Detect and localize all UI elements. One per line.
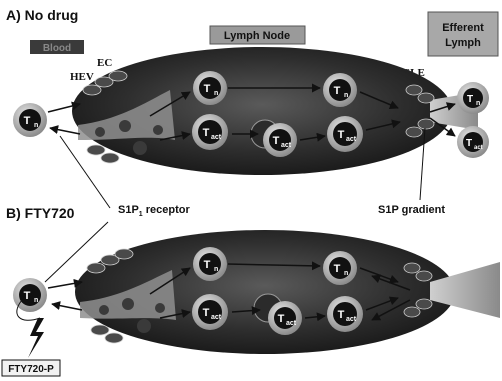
efferent-lymph-box: [428, 12, 498, 56]
s1p1-receptor-tail: receptor: [143, 204, 191, 216]
cell-act-node-a2-label: T: [273, 135, 280, 147]
cell-naive-node-b2-label: T: [334, 263, 341, 275]
cell-act-node-a1-label: T: [203, 127, 210, 139]
cell-act-node-a1-sub: act: [211, 134, 222, 141]
cell-act-node-b1: T act: [192, 294, 228, 330]
cell-act-node-b2-sub: act: [286, 320, 297, 327]
cell-naive-blood-a: T n: [13, 103, 47, 137]
panel-b-label: B) FTY720: [6, 205, 75, 221]
cell-act-node-a2-sub: act: [281, 142, 292, 149]
lightning-bolt-icon: [28, 318, 44, 358]
panel-a-label: A) No drug: [6, 7, 78, 23]
efferent-lymph-label-1: Efferent: [442, 22, 484, 34]
cell-naive-node-b2: T n: [323, 251, 357, 285]
cell-naive-node-a1-label: T: [204, 83, 211, 95]
cell-naive-blood-a-label: T: [24, 115, 31, 127]
blood-label: Blood: [43, 43, 71, 54]
cell-act-node-b3-label: T: [338, 309, 345, 321]
cell-act-node-a3: T act: [327, 116, 363, 152]
cell-naive-node-a1-sub: n: [214, 90, 218, 97]
s1p1-receptor-text: S1P: [118, 204, 139, 216]
cell-act-lymph-a: T act: [457, 126, 489, 158]
cell-act-node-a3-sub: act: [346, 136, 357, 143]
cell-naive-lymph-a-sub: n: [476, 100, 480, 107]
lymph-node-label: Lymph Node: [224, 30, 290, 42]
cell-act-node-b1-sub: act: [211, 314, 222, 321]
efferent-lymph-label-2: Lymph: [445, 37, 481, 49]
s1p1-receptor-label: S1P1 receptor: [118, 204, 190, 218]
fty720p-label: FTY720-P: [8, 364, 54, 375]
cell-naive-node-a2-label: T: [334, 85, 341, 97]
cell-act-node-a3-label: T: [338, 129, 345, 141]
cell-naive-blood-a-sub: n: [34, 122, 38, 129]
cell-naive-blood-b-sub: n: [34, 297, 38, 304]
cell-naive-node-a2-sub: n: [344, 92, 348, 99]
cell-naive-node-b1-sub: n: [214, 266, 218, 273]
cell-act-node-b3-sub: act: [346, 316, 357, 323]
cell-naive-lymph-a: T n: [457, 82, 489, 114]
s1p-gradient-label: S1P gradient: [378, 204, 445, 216]
cell-naive-node-b1: T n: [193, 247, 227, 281]
cell-naive-blood-b-label: T: [24, 290, 31, 302]
cell-naive-node-b1-label: T: [204, 259, 211, 271]
cell-naive-node-a1: T n: [193, 71, 227, 105]
cell-naive-node-b2-sub: n: [344, 270, 348, 277]
cell-naive-lymph-a-label: T: [467, 94, 473, 105]
cell-act-node-b1-label: T: [203, 307, 210, 319]
ec-label: EC: [97, 57, 112, 69]
cell-act-node-b3: T act: [327, 296, 363, 332]
cell-act-lymph-a-sub: act: [474, 145, 483, 151]
hev-label: HEV: [70, 71, 94, 83]
cell-act-lymph-a-label: T: [466, 138, 472, 149]
cell-act-node-b2-label: T: [278, 313, 285, 325]
cell-act-node-a1: T act: [192, 114, 228, 150]
cell-naive-node-a2: T n: [323, 73, 357, 107]
